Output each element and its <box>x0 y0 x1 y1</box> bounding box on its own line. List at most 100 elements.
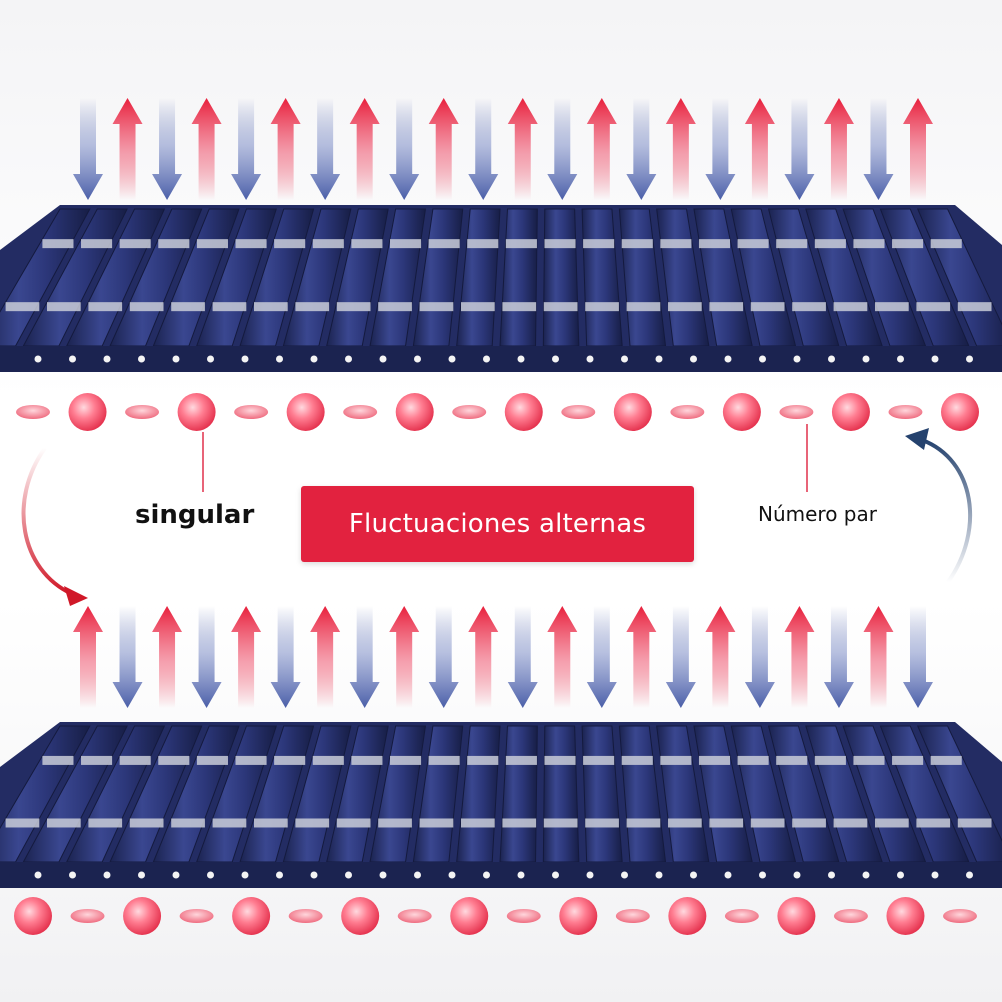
down-arrow-icon <box>428 606 459 708</box>
up-arrow-icon <box>903 98 933 200</box>
tube-strap <box>709 302 744 312</box>
deflated-cell-indicator <box>234 405 269 419</box>
tube-strap <box>428 755 460 765</box>
tube-strap <box>698 239 731 249</box>
tube-strap <box>544 239 576 249</box>
bottom-airflow-arrows <box>73 606 933 708</box>
tube-strap <box>814 755 846 765</box>
inflated-cell-indicator <box>123 897 162 935</box>
up-arrow-icon <box>112 98 143 200</box>
tube-strap <box>129 818 164 828</box>
down-arrow-icon <box>903 606 933 708</box>
up-arrow-icon <box>152 606 183 708</box>
down-arrow-icon <box>507 606 538 708</box>
inflated-cell-indicator <box>450 897 489 935</box>
rail-hole <box>586 355 594 363</box>
rail-hole <box>724 871 732 879</box>
rail-hole <box>655 355 663 363</box>
tube-strap <box>750 302 785 312</box>
down-arrow-icon <box>73 98 103 200</box>
rail-hole <box>690 871 697 879</box>
deflated-cell-indicator <box>288 909 323 923</box>
rail-hole <box>793 355 801 363</box>
up-arrow-icon <box>73 606 103 708</box>
tube-strap <box>88 818 123 828</box>
odd-label: singular <box>135 500 255 530</box>
rail-hole <box>310 871 318 879</box>
inflated-cell-indicator <box>722 393 761 431</box>
air-tube <box>542 725 580 863</box>
down-arrow-icon <box>468 98 499 200</box>
inflated-cell-indicator <box>341 897 380 935</box>
tube-strap <box>212 818 247 828</box>
tube-strap <box>853 755 885 765</box>
rail-hole <box>379 355 387 363</box>
rail-hole <box>931 355 939 363</box>
tube-strap <box>312 239 344 249</box>
tube-strap <box>957 818 992 828</box>
tube-strap <box>158 755 190 765</box>
up-arrow-icon <box>389 606 420 708</box>
down-arrow-icon <box>310 98 341 200</box>
rail-hole <box>552 871 559 879</box>
deflated-cell-indicator <box>561 405 596 419</box>
tube-strap <box>5 302 40 312</box>
tube-strap <box>916 818 951 828</box>
tube-strap <box>776 755 808 765</box>
inflated-cell-indicator <box>886 897 925 935</box>
up-arrow-icon <box>270 98 301 200</box>
tube-strap <box>235 755 267 765</box>
inflated-cell-indicator <box>504 393 543 431</box>
down-arrow-icon <box>586 606 617 708</box>
rail-hole <box>207 871 214 879</box>
tube-strap <box>274 239 306 249</box>
tube-strap <box>129 302 164 312</box>
rail-hole <box>759 871 766 879</box>
inflated-cell-indicator <box>177 393 216 431</box>
rail-hole <box>345 871 352 879</box>
tube-strap <box>171 818 205 828</box>
mattress-rail <box>0 346 1002 372</box>
rail-hole <box>793 871 801 879</box>
rail-hole <box>621 355 628 363</box>
rail-hole <box>276 871 283 879</box>
cycle-arrow-icon <box>21 446 88 606</box>
tube-strap <box>351 755 383 765</box>
inflated-cell-indicator <box>559 897 598 935</box>
up-arrow-icon <box>349 98 380 200</box>
inflated-cell-indicator <box>232 897 271 935</box>
bottom-air-mattress <box>0 722 1002 888</box>
tube-strap <box>792 818 826 828</box>
tube-strap <box>543 302 578 312</box>
deflated-cell-indicator <box>343 405 378 419</box>
rail-hole <box>552 355 559 363</box>
tube-strap <box>42 239 74 249</box>
tube-strap <box>583 239 615 249</box>
tube-strap <box>814 239 846 249</box>
even-label: Número par <box>758 502 877 526</box>
rail-hole <box>483 355 490 363</box>
rail-hole <box>966 871 973 879</box>
tube-strap <box>668 302 702 312</box>
deflated-cell-indicator <box>397 909 432 923</box>
down-arrow-icon <box>863 98 894 200</box>
rail-hole <box>103 355 111 363</box>
deflated-cell-indicator <box>452 405 487 419</box>
tube-strap <box>119 755 151 765</box>
tube-strap <box>505 755 537 765</box>
tube-strap <box>833 818 868 828</box>
rail-hole <box>586 871 594 879</box>
tube-strap <box>737 239 769 249</box>
tube-strap <box>378 818 412 828</box>
rail-hole <box>931 871 939 879</box>
rail-hole <box>759 355 766 363</box>
rail-hole <box>34 871 42 879</box>
tube-strap <box>461 302 495 312</box>
deflated-cell-indicator <box>179 909 214 923</box>
down-arrow-icon <box>626 98 657 200</box>
rail-hole <box>276 355 283 363</box>
tube-strap <box>47 818 81 828</box>
air-tube <box>542 208 580 347</box>
tube-strap <box>5 818 40 828</box>
